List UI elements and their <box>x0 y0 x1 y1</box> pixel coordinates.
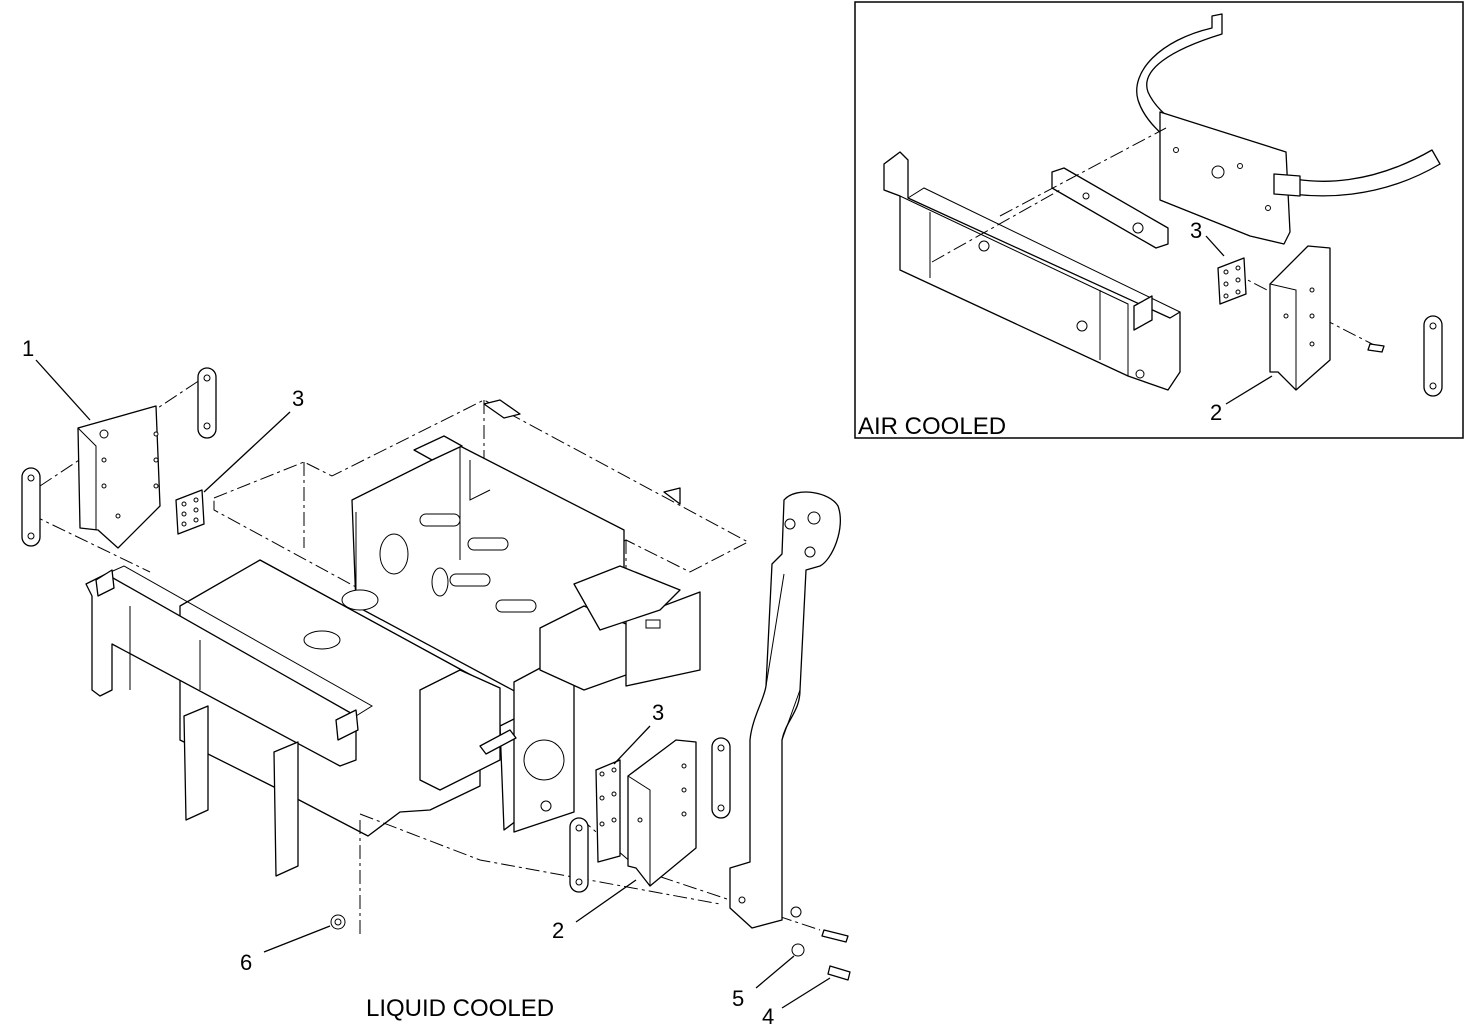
callout-3-mid: 3 <box>652 700 664 725</box>
air-strap-link <box>1423 315 1443 397</box>
right-side-plates <box>539 565 701 691</box>
left-strap-link-rear <box>197 367 217 439</box>
shaft <box>479 729 517 755</box>
leader-2-main <box>575 879 637 923</box>
right-strap-link-a <box>569 817 589 893</box>
air-callout-2: 2 <box>1210 400 1222 425</box>
right-strap-link-b <box>711 737 731 819</box>
callout-3-top: 3 <box>292 386 304 411</box>
air-callout-3: 3 <box>1190 218 1202 243</box>
leader-1 <box>35 359 91 421</box>
assembly-line-front <box>359 813 721 905</box>
nut-6-inner <box>334 918 342 926</box>
air-bracket <box>1269 245 1331 391</box>
chassis-legs <box>183 649 575 877</box>
air-cooled-inset: 3 2 AIR COOLED <box>854 1 1464 440</box>
air-leader-2 <box>1225 375 1273 405</box>
air-bolt <box>1367 343 1385 353</box>
assembly-line-bracket <box>29 513 151 573</box>
leader-3-top <box>203 411 291 493</box>
left-strap-link-front <box>21 467 41 547</box>
bracket-1 <box>77 405 161 549</box>
air-slotted-bar <box>1051 167 1169 249</box>
air-assembly-line-1 <box>999 127 1167 217</box>
air-leader-3 <box>1205 235 1225 257</box>
leader-4 <box>781 977 831 1009</box>
callout-5: 5 <box>732 986 744 1011</box>
washer-5 <box>791 943 805 957</box>
leader-5 <box>755 955 795 989</box>
front-cross-member <box>85 565 373 767</box>
air-mount-plate <box>1159 111 1301 245</box>
air-hinge-plate <box>1217 257 1247 305</box>
upright-post <box>729 491 841 929</box>
liquid-cooled-caption: LIQUID COOLED <box>366 995 554 1022</box>
hinge-plate-mid <box>595 759 621 863</box>
callout-4: 4 <box>762 1004 774 1029</box>
callout-2-main: 2 <box>552 918 564 943</box>
washer-upper <box>790 906 802 918</box>
bolt-4 <box>827 965 851 981</box>
liquid-cooled-assembly: 1 3 3 2 6 5 4 LIQUID COOLED <box>21 336 851 1029</box>
bracket-2 <box>627 739 697 887</box>
callout-6: 6 <box>240 950 252 975</box>
hinge-plate-top <box>175 489 205 535</box>
leader-6 <box>263 925 331 953</box>
air-cooled-caption: AIR COOLED <box>858 413 1006 440</box>
bolt-upper <box>821 929 849 943</box>
callout-1: 1 <box>22 336 34 361</box>
leader-3-mid <box>613 725 651 765</box>
air-cross-member <box>883 151 1181 391</box>
inset-frame <box>854 1 1464 439</box>
